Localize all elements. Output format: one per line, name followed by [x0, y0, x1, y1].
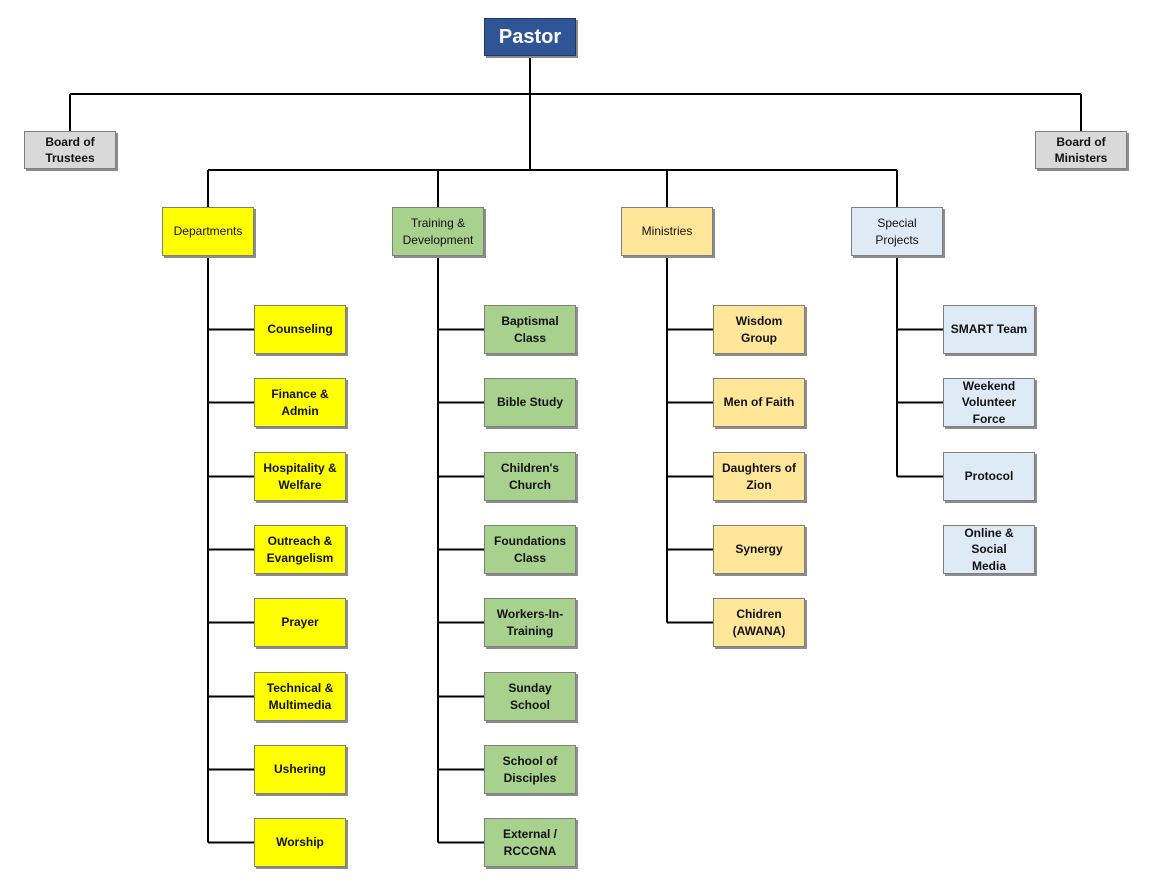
departments-item-box: Outreach & Evangelism	[254, 525, 346, 574]
departments-item-box: Ushering	[254, 745, 346, 794]
special-projects-item-box: Online & Social Media	[943, 525, 1035, 574]
board-of-trustees-box: Board of Trustees	[24, 131, 116, 169]
departments-item-box: Worship	[254, 818, 346, 867]
pastor-box: Pastor	[484, 18, 576, 56]
departments-item-box: Hospitality & Welfare	[254, 452, 346, 501]
ministries-item-box: Synergy	[713, 525, 805, 574]
departments-item-box: Counseling	[254, 305, 346, 354]
ministries-item-box: Men of Faith	[713, 378, 805, 427]
training-development-item-box: Children's Church	[484, 452, 576, 501]
training-development-item-box: External / RCCGNA	[484, 818, 576, 867]
departments-item-box: Technical & Multimedia	[254, 672, 346, 721]
departments-item-box: Finance & Admin	[254, 378, 346, 427]
ministries-item-box: Daughters of Zion	[713, 452, 805, 501]
special-projects-item-box: Weekend Volunteer Force	[943, 378, 1035, 427]
ministries-header-box: Ministries	[621, 207, 713, 256]
training-development-item-box: School of Disciples	[484, 745, 576, 794]
departments-header-box: Departments	[162, 207, 254, 256]
training-development-header-box: Training & Development	[392, 207, 484, 256]
ministries-item-box: Chidren (AWANA)	[713, 598, 805, 647]
special-projects-item-box: Protocol	[943, 452, 1035, 501]
training-development-item-box: Baptismal Class	[484, 305, 576, 354]
special-projects-item-box: SMART Team	[943, 305, 1035, 354]
departments-item-box: Prayer	[254, 598, 346, 647]
training-development-item-box: Foundations Class	[484, 525, 576, 574]
training-development-item-box: Bible Study	[484, 378, 576, 427]
training-development-item-box: Sunday School	[484, 672, 576, 721]
board-of-ministers-box: Board of Ministers	[1035, 131, 1127, 169]
ministries-item-box: Wisdom Group	[713, 305, 805, 354]
training-development-item-box: Workers-In- Training	[484, 598, 576, 647]
special-projects-header-box: Special Projects	[851, 207, 943, 256]
